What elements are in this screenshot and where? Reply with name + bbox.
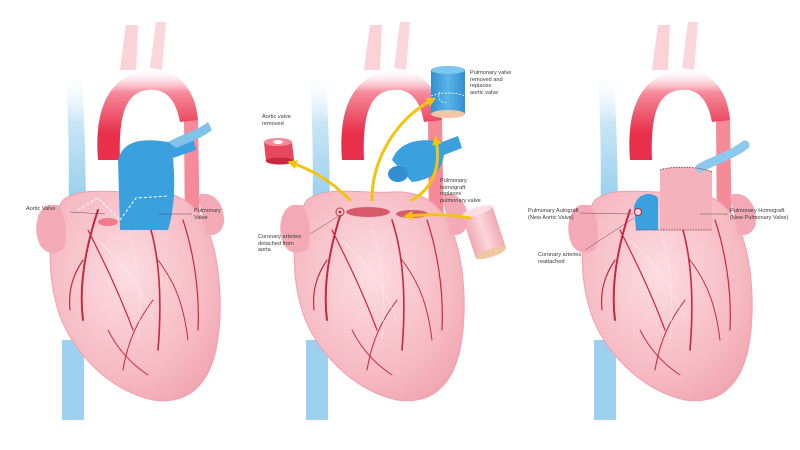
pulmonary-valve-removed-label: Pulmonary valve removed and replaces aor… xyxy=(470,70,512,96)
pulmonary-trunk-drawing xyxy=(118,138,196,230)
pulmonary-autograft-tube-drawing xyxy=(430,66,466,118)
pulmonary-homograft-new-label: Pulmonary Homograft (New Pulmonary Valve… xyxy=(730,208,789,221)
removed-aortic-valve-drawing xyxy=(264,138,294,165)
pulmonary-valve-label: Pulmonary Valve xyxy=(194,208,221,221)
arrow-autograft-to-aorta xyxy=(370,97,437,202)
pulmonary-trunk-drawing xyxy=(392,136,462,182)
pulmonary-homograft-label: Pulmonary homograft replaces pulmonary v… xyxy=(440,178,481,204)
panel-original-heart xyxy=(35,21,226,422)
coronary-reattached-label: Coronary arteries reattached xyxy=(538,252,582,265)
aorta-cut-opening xyxy=(346,207,390,217)
arrow-homograft-to-pulmonary xyxy=(403,210,472,221)
aortic-valve-label: Aortic Valve xyxy=(26,206,56,212)
autograft-drawing xyxy=(634,193,658,230)
homograft-drawing xyxy=(660,167,712,230)
aortic-valve-leader xyxy=(69,211,106,215)
arrow-remove-aortic-valve xyxy=(287,160,352,202)
autograft-leader xyxy=(579,212,634,215)
coronary-detached-label: Coronary arteries detached from aorta xyxy=(258,234,302,254)
pulmonary-autograft-label: Pulmonary Autograft (New Aortic Valve) xyxy=(528,208,579,221)
coronary-reattached-leader xyxy=(584,217,635,251)
panel-repaired-heart xyxy=(567,21,758,422)
aortic-valve-removed-label: Aortic valve removed xyxy=(262,114,291,127)
coronary-detached-leader xyxy=(309,213,343,235)
pulmonary-homograft-tube-drawing xyxy=(461,204,507,260)
procedure-arrows xyxy=(287,97,472,221)
arrow-remove-pulmonary-valve xyxy=(410,135,442,202)
